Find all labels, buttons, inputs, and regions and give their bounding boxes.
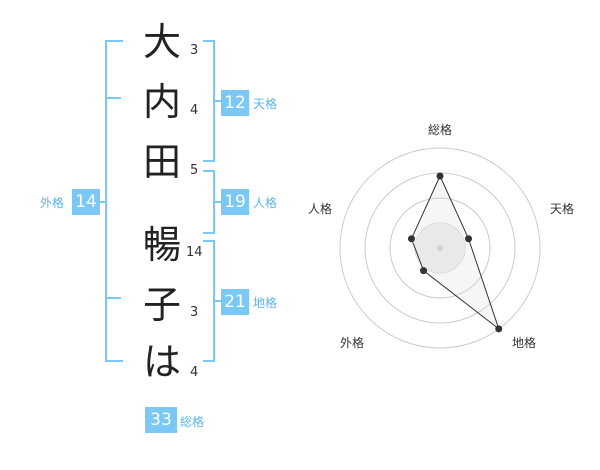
tenkaku-label: 天格 bbox=[253, 97, 278, 111]
radar-axis-label-gaikaku: 外格 bbox=[340, 336, 365, 350]
radar-series-polygon bbox=[410, 174, 500, 331]
fortune-radar-chart bbox=[339, 147, 541, 349]
name-char-1: 大 bbox=[142, 20, 181, 64]
chikaku-label: 地格 bbox=[253, 296, 278, 310]
radar-point-2 bbox=[465, 235, 473, 243]
tenkaku-bracket-connector bbox=[213, 100, 221, 102]
jinkaku-label: 人格 bbox=[253, 196, 278, 210]
name-char-3: 田 bbox=[142, 140, 181, 184]
stroke-count-5: 3 bbox=[190, 305, 199, 320]
name-char-6: は bbox=[142, 340, 181, 384]
stroke-count-3: 5 bbox=[190, 163, 199, 178]
radar-ring bbox=[389, 197, 491, 299]
radar-axis-label-jinkaku: 人格 bbox=[308, 202, 333, 216]
radar-point-3 bbox=[495, 325, 503, 333]
radar-ring bbox=[339, 147, 541, 349]
tenkaku-value: 12 bbox=[221, 90, 249, 116]
stroke-count-4: 14 bbox=[186, 245, 203, 260]
radar-point-1 bbox=[436, 172, 444, 180]
chikaku-value: 21 bbox=[221, 289, 249, 315]
stroke-count-6: 4 bbox=[190, 365, 199, 380]
name-char-5: 子 bbox=[142, 283, 181, 327]
radar-center-dot bbox=[437, 245, 443, 251]
name-char-4: 暢 bbox=[142, 223, 181, 267]
radar-axis-label-soukaku: 総格 bbox=[428, 123, 453, 137]
soukaku-label: 総格 bbox=[180, 415, 205, 429]
radar-axis-label-tenkaku: 天格 bbox=[550, 202, 575, 216]
name-char-2: 内 bbox=[142, 80, 181, 124]
stroke-count-1: 3 bbox=[190, 43, 199, 58]
gaikaku-bracket-connector bbox=[99, 201, 107, 203]
soukaku-value: 33 bbox=[145, 407, 177, 433]
gaikaku-bracket-tick bbox=[105, 297, 121, 299]
jinkaku-bracket-connector bbox=[213, 201, 221, 203]
jinkaku-value: 19 bbox=[221, 189, 249, 215]
chikaku-bracket-connector bbox=[213, 300, 221, 302]
radar-point-5 bbox=[407, 235, 415, 243]
gaikaku-bracket bbox=[105, 40, 123, 362]
gaikaku-label: 外格 bbox=[40, 196, 65, 210]
gaikaku-value: 14 bbox=[72, 189, 100, 215]
gaikaku-bracket-tick bbox=[105, 97, 121, 99]
radar-point-4 bbox=[420, 267, 428, 275]
stroke-count-2: 4 bbox=[190, 103, 199, 118]
radar-axis-label-chikaku: 地格 bbox=[512, 336, 537, 350]
